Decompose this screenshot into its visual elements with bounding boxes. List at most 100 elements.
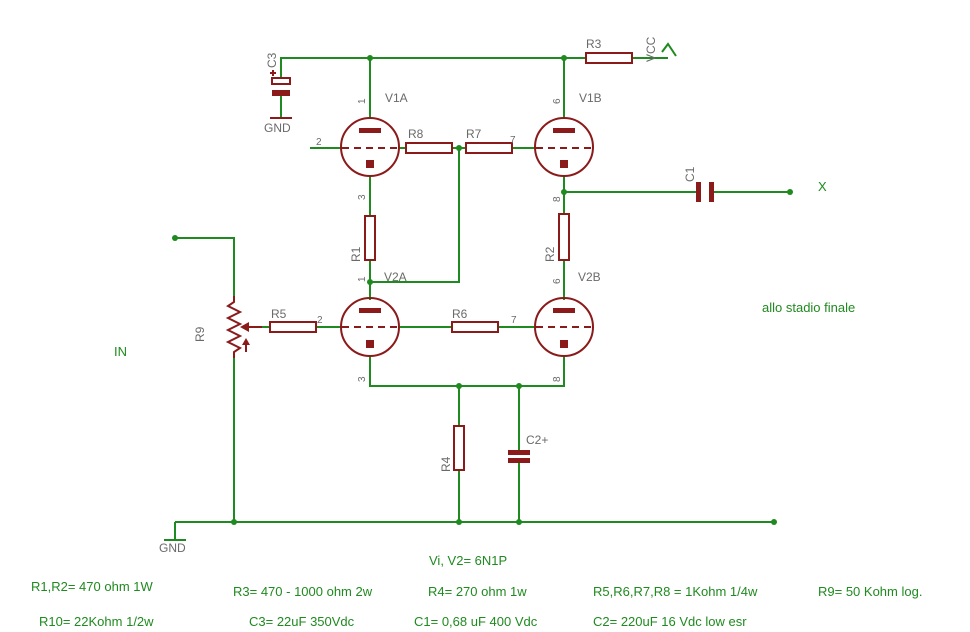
in-terminal — [172, 235, 178, 241]
pin-v1b-grid: 7 — [510, 135, 516, 146]
tube-anode-plate — [359, 128, 381, 133]
pot-log-arrow — [242, 338, 250, 345]
note-r4: R4= 270 ohm 1w — [428, 584, 527, 599]
junction-dot — [561, 55, 567, 61]
pin-v2a-grid: 2 — [317, 315, 323, 326]
pin-v1a-cathode: 3 — [357, 194, 368, 200]
tube-envelope — [340, 117, 400, 177]
label-v2a: V2A — [384, 270, 407, 284]
label-dest: allo stadio finale — [762, 300, 855, 315]
junction-dot — [367, 55, 373, 61]
resistor-r8 — [405, 142, 453, 154]
note-r1r2: R1,R2= 470 ohm 1W — [31, 579, 153, 594]
resistor-r7 — [465, 142, 513, 154]
junction-dot — [456, 519, 462, 525]
component-labels: R3 VCC C3 GND V1A V1B R8 R7 C1 X R1 V2A … — [114, 36, 855, 555]
tube-anode-plate — [359, 308, 381, 313]
tube-cathode — [560, 340, 568, 348]
note-c2: C2= 220uF 16 Vdc low esr — [593, 614, 747, 629]
label-v2b: V2B — [578, 270, 601, 284]
tube-cathode — [366, 340, 374, 348]
pin-v2b-cathode: 8 — [552, 376, 563, 382]
junction-dot — [561, 189, 567, 195]
label-r1: R1 — [349, 246, 363, 262]
tube-envelope — [534, 117, 594, 177]
label-v1a: V1A — [385, 91, 408, 105]
capacitors — [270, 70, 714, 463]
label-c3: C3 — [265, 52, 279, 68]
label-r8: R8 — [408, 127, 424, 141]
note-r9: R9= 50 Kohm log. — [818, 584, 922, 599]
label-c1: C1 — [683, 166, 697, 182]
pin-v1a-grid: 2 — [316, 137, 322, 148]
junction-dot — [516, 383, 522, 389]
pin-v2b-grid: 7 — [511, 315, 517, 326]
capacitor-c3-plate-pos — [271, 77, 291, 85]
label-r6: R6 — [452, 307, 468, 321]
junction-dot — [231, 519, 237, 525]
tube-anode-plate — [553, 308, 575, 313]
pin-v1b-cathode: 8 — [552, 196, 563, 202]
pin-v2a-anode: 1 — [357, 276, 368, 282]
note-c1: C1= 0,68 uF 400 Vdc — [414, 614, 538, 629]
note-tubes: Vi, V2= 6N1P — [429, 553, 507, 568]
note-c3: C3= 22uF 350Vdc — [249, 614, 355, 629]
vcc-symbol — [661, 42, 677, 57]
note-r10: R10= 22Kohm 1/2w — [39, 614, 154, 629]
note-r3: R3= 470 - 1000 ohm 2w — [233, 584, 373, 599]
pin-v1b-anode: 6 — [552, 98, 563, 104]
pot-wiper-arrow — [240, 322, 249, 332]
label-r7: R7 — [466, 127, 482, 141]
label-r2: R2 — [543, 246, 557, 262]
tube-envelope — [534, 297, 594, 357]
tube-cathode — [366, 160, 374, 168]
pin-numbers: 1 2 3 6 7 8 1 2 3 6 7 8 — [316, 98, 563, 382]
potentiometer-r9 — [225, 296, 262, 358]
resistor-r2 — [558, 213, 570, 261]
wire-c3-top — [280, 57, 370, 78]
label-v1b: V1B — [579, 91, 602, 105]
label-vcc: VCC — [644, 36, 658, 62]
label-in: IN — [114, 344, 127, 359]
label-r4: R4 — [439, 456, 453, 472]
capacitor-c2-plate-b — [508, 458, 530, 463]
junction-dot — [516, 519, 522, 525]
label-gnd-bottom: GND — [159, 541, 186, 555]
label-r9: R9 — [193, 326, 207, 342]
pin-v1a-anode: 1 — [357, 98, 368, 104]
capacitor-c2-plate-a — [508, 450, 530, 455]
triode-v1b — [534, 117, 594, 177]
label-r5: R5 — [271, 307, 287, 321]
resistor-r5 — [269, 321, 317, 333]
resistor-r6 — [451, 321, 499, 333]
junction-dot — [456, 145, 462, 151]
junction-dot — [367, 279, 373, 285]
tube-cathode — [560, 160, 568, 168]
note-r5-8: R5,R6,R7,R8 = 1Kohm 1/4w — [593, 584, 758, 599]
triode-v2a — [340, 297, 400, 357]
out-terminal — [787, 189, 793, 195]
label-c2: C2+ — [526, 433, 548, 447]
label-r3: R3 — [586, 37, 602, 51]
capacitor-c1-plate-b — [709, 182, 714, 202]
resistor-r3 — [585, 52, 633, 64]
wire-in — [175, 237, 235, 296]
label-out: X — [818, 179, 827, 194]
resistor-r4 — [453, 425, 465, 471]
triode-v1a — [340, 117, 400, 177]
pot-zigzag — [225, 296, 243, 358]
capacitor-c1-plate-a — [696, 182, 701, 202]
resistor-r1 — [364, 215, 376, 261]
tube-anode-plate — [553, 128, 575, 133]
resistors — [269, 52, 633, 471]
junction-dot — [771, 519, 777, 525]
tube-envelope — [340, 297, 400, 357]
vcc-arrow-icon — [661, 42, 677, 57]
label-gnd-top: GND — [264, 121, 291, 135]
pin-v2b-anode: 6 — [552, 278, 563, 284]
capacitor-c3-plate-neg — [272, 90, 290, 96]
junctions — [172, 55, 793, 525]
junction-dot — [456, 383, 462, 389]
wire-mid-feedback — [370, 148, 460, 283]
